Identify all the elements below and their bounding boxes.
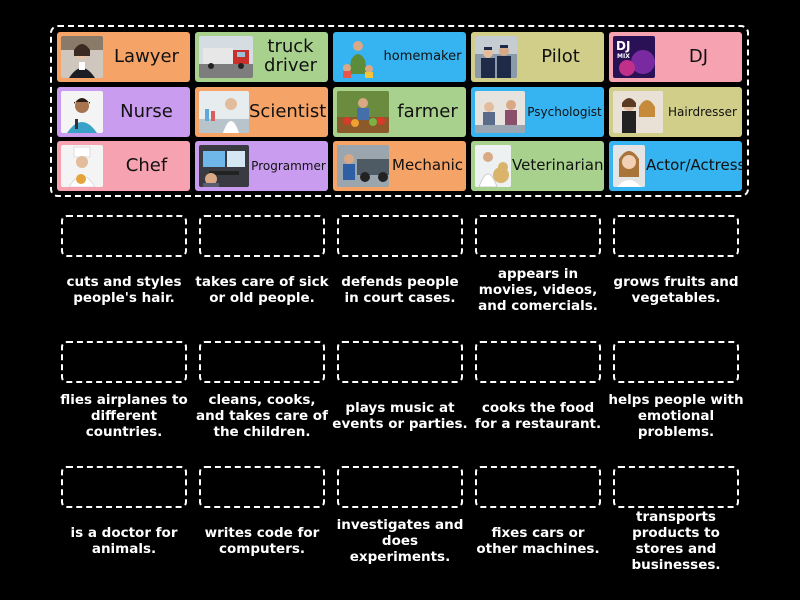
scientist-photo-icon xyxy=(199,91,249,133)
programmer-photo-icon xyxy=(199,145,249,187)
description-text: flies airplanes to different countries. xyxy=(60,392,188,440)
veterinarian-photo-icon xyxy=(475,145,511,187)
tile-lawyer[interactable]: Lawyer xyxy=(57,32,190,82)
tile-label: Chef xyxy=(125,154,168,176)
description-text: is a doctor for animals. xyxy=(70,525,178,557)
tile-pilot[interactable]: Pilot xyxy=(471,32,604,82)
tile-scientist[interactable]: Scientist xyxy=(195,87,328,137)
drop-slot[interactable] xyxy=(199,215,325,257)
description-text: helps people with emotional problems. xyxy=(608,392,744,440)
drop-slot[interactable] xyxy=(337,341,463,383)
drop-slot[interactable] xyxy=(613,341,739,383)
tile-label: DJ xyxy=(688,45,709,67)
farmer-photo-icon xyxy=(337,91,389,133)
tile-bank xyxy=(50,25,749,197)
svg-text:DJ: DJ xyxy=(616,39,630,53)
drop-slot[interactable] xyxy=(61,341,187,383)
tile-farmer[interactable]: farmer xyxy=(333,87,466,137)
drop-slot[interactable] xyxy=(613,215,739,257)
description-text: grows fruits and vegetables. xyxy=(613,274,739,306)
tile-label: Hairdresser xyxy=(668,104,737,119)
chef-photo-icon xyxy=(61,145,103,187)
drop-slot[interactable] xyxy=(61,466,187,508)
drop-slot[interactable] xyxy=(475,341,601,383)
truck-photo-icon xyxy=(199,36,253,78)
drop-slot[interactable] xyxy=(337,466,463,508)
tile-homemaker[interactable]: homemaker xyxy=(333,32,466,82)
tile-label: truck driver xyxy=(264,36,317,76)
tile-chef[interactable]: Chef xyxy=(57,141,190,191)
psychologist-photo-icon xyxy=(475,91,525,133)
description-text: cleans, cooks, and takes care of the chi… xyxy=(196,392,328,440)
drop-slot[interactable] xyxy=(613,466,739,508)
drop-slot[interactable] xyxy=(61,215,187,257)
tile-truck-driver[interactable]: truck driver xyxy=(195,32,328,82)
tile-label: Veterinarian xyxy=(512,156,604,175)
tile-label: Programmer xyxy=(251,158,326,173)
drop-slot[interactable] xyxy=(475,215,601,257)
drop-slot[interactable] xyxy=(199,341,325,383)
tile-actor-actress[interactable]: Actor/Actress xyxy=(609,141,742,191)
description-text: plays music at events or parties. xyxy=(332,400,468,432)
tile-label: Nurse xyxy=(120,100,173,122)
description-text: appears in movies, videos, and comercial… xyxy=(478,266,598,314)
tile-label: farmer xyxy=(397,100,458,122)
tile-hairdresser[interactable]: Hairdresser xyxy=(609,87,742,137)
tile-psychologist[interactable]: Psychologist xyxy=(471,87,604,137)
homemaker-photo-icon xyxy=(337,36,379,78)
tile-programmer[interactable]: Programmer xyxy=(195,141,328,191)
mechanic-photo-icon xyxy=(337,145,389,187)
description-text: writes code for computers. xyxy=(204,525,320,557)
tile-veterinarian[interactable]: Veterinarian xyxy=(471,141,604,191)
description-text: transports products to stores and busine… xyxy=(631,509,721,573)
pilot-photo-icon xyxy=(475,36,517,78)
svg-text:MIX: MIX xyxy=(617,53,630,60)
description-text: cuts and styles people's hair. xyxy=(66,274,182,306)
tile-mechanic[interactable]: Mechanic xyxy=(333,141,466,191)
description-text: defends people in court cases. xyxy=(341,274,459,306)
tile-label: Pilot xyxy=(541,45,580,67)
drop-slot[interactable] xyxy=(475,466,601,508)
lawyer-photo-icon xyxy=(61,36,103,78)
description-text: cooks the food for a restaurant. xyxy=(474,400,602,432)
actor-photo-icon xyxy=(613,145,645,187)
drop-slot[interactable] xyxy=(199,466,325,508)
tile-label: Lawyer xyxy=(114,45,179,67)
tile-label: homemaker xyxy=(383,49,462,65)
tile-label: Psychologist xyxy=(527,104,602,119)
description-text: fixes cars or other machines. xyxy=(476,525,600,557)
tile-label: Actor/Actress xyxy=(646,156,742,175)
description-text: takes care of sick or old people. xyxy=(195,274,329,306)
drop-slot[interactable] xyxy=(337,215,463,257)
tile-nurse[interactable]: Nurse xyxy=(57,87,190,137)
tile-label: Mechanic xyxy=(392,156,464,175)
tile-label: Scientist xyxy=(249,100,327,122)
hairdresser-photo-icon xyxy=(613,91,663,133)
description-text: investigates and does experiments. xyxy=(336,517,464,565)
nurse-photo-icon xyxy=(61,91,103,133)
